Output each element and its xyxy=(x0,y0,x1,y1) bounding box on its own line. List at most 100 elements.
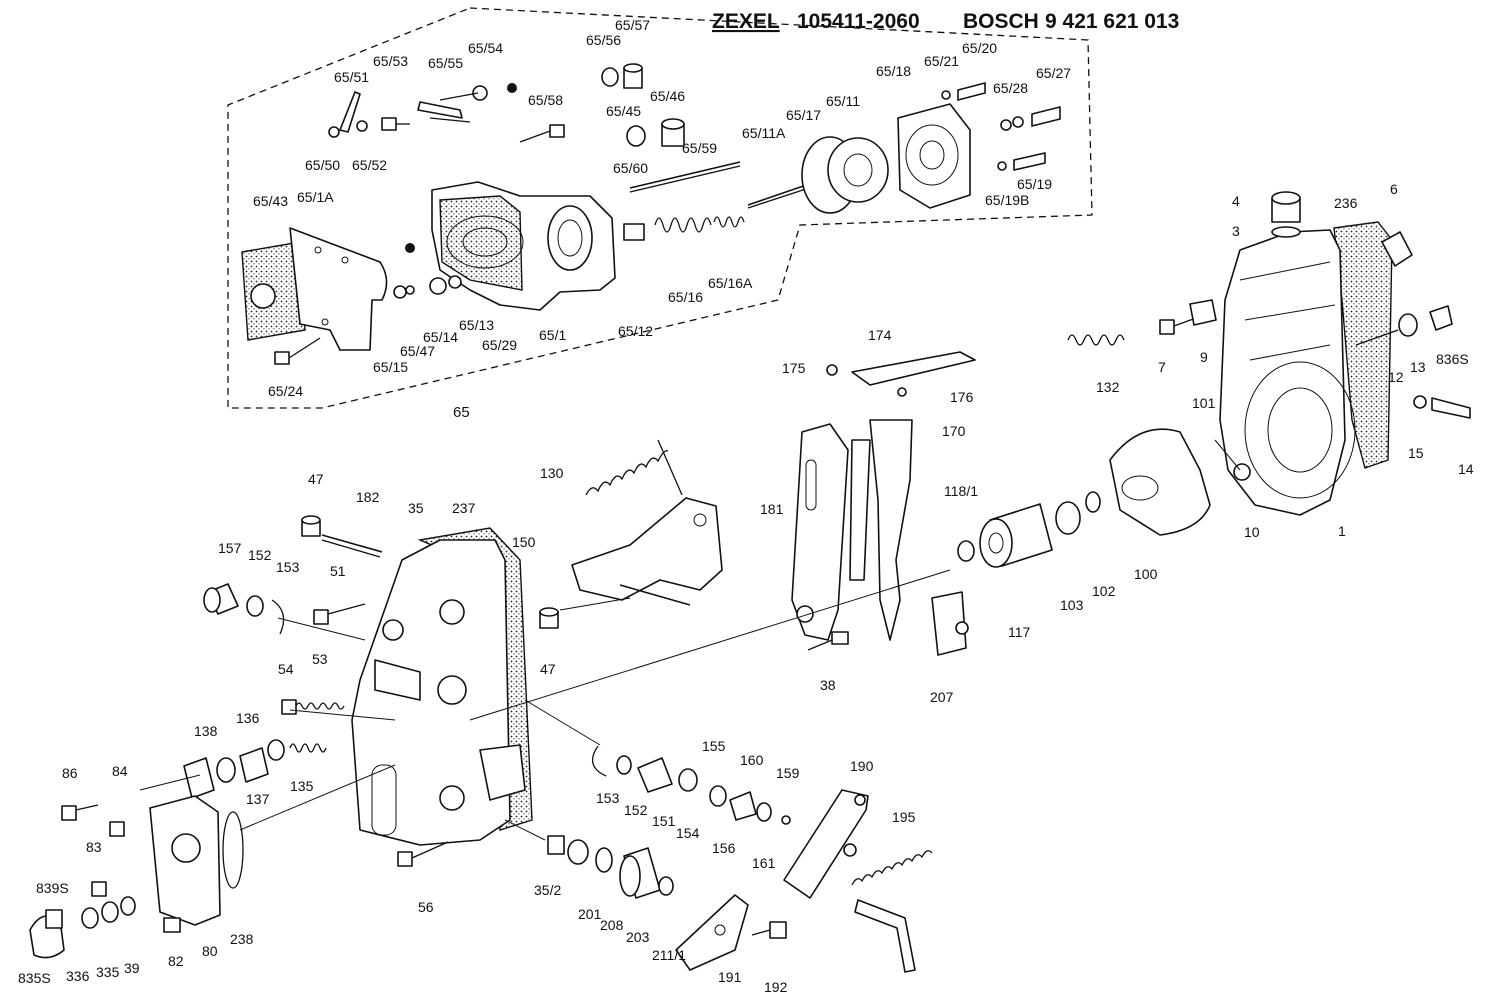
label-65-53: 65/53 xyxy=(373,53,408,69)
label-51: 51 xyxy=(330,563,346,579)
label-335: 335 xyxy=(96,964,120,980)
label-65-47: 65/47 xyxy=(400,343,435,359)
label-65-57: 65/57 xyxy=(615,17,650,33)
bracket-190 xyxy=(783,789,869,899)
brand-zexel: ZEXEL xyxy=(712,10,780,33)
lever-assembly xyxy=(791,351,976,656)
label-161: 161 xyxy=(752,855,776,871)
housing-1 xyxy=(1219,229,1346,516)
label-65-1a: 65/1A xyxy=(297,189,334,205)
label-47-lower: 47 xyxy=(540,661,556,677)
label-65-17: 65/17 xyxy=(786,107,821,123)
label-65-51: 65/51 xyxy=(334,69,369,85)
label-65-16a: 65/16A xyxy=(708,275,753,291)
label-175: 175 xyxy=(782,360,806,376)
lever-170 xyxy=(869,419,913,641)
label-201: 201 xyxy=(578,906,602,922)
label-135: 135 xyxy=(290,778,314,794)
label-237: 237 xyxy=(452,500,476,516)
label-159: 159 xyxy=(776,765,800,781)
label-65-16: 65/16 xyxy=(668,289,703,305)
diagram-header: ZEXEL 105411-2060 BOSCH 9 421 621 013 xyxy=(712,10,1179,33)
label-82: 82 xyxy=(168,953,184,969)
label-65-14: 65/14 xyxy=(423,329,458,345)
governor-cover-35 xyxy=(351,539,511,846)
gasket-236 xyxy=(1333,221,1393,469)
label-207: 207 xyxy=(930,689,954,705)
part-labels: 65/57 65/56 65/55 65/54 65/53 65/51 65/5… xyxy=(18,17,1474,995)
label-1: 1 xyxy=(1338,523,1346,539)
label-153-left: 153 xyxy=(276,559,300,575)
label-65-18: 65/18 xyxy=(876,63,911,79)
label-153-right: 153 xyxy=(596,790,620,806)
label-151: 151 xyxy=(652,813,676,829)
label-156: 156 xyxy=(712,840,736,856)
label-65-45: 65/45 xyxy=(606,103,641,119)
assembly-65-boundary xyxy=(227,7,1093,409)
label-136: 136 xyxy=(236,710,260,726)
label-65-19: 65/19 xyxy=(1017,176,1052,192)
label-83: 83 xyxy=(86,839,102,855)
label-137: 137 xyxy=(246,791,270,807)
pump-housing-group xyxy=(957,191,1471,568)
flyweight-100 xyxy=(1109,428,1211,536)
label-238: 238 xyxy=(230,931,254,947)
label-65-13: 65/13 xyxy=(459,317,494,333)
label-65-1: 65/1 xyxy=(539,327,566,343)
label-65-59: 65/59 xyxy=(682,140,717,156)
label-65-52: 65/52 xyxy=(352,157,387,173)
label-103: 103 xyxy=(1060,597,1084,613)
label-155: 155 xyxy=(702,738,726,754)
label-13: 13 xyxy=(1410,359,1426,375)
brand-bosch: BOSCH xyxy=(963,10,1039,33)
lever-150 xyxy=(571,497,723,601)
label-35-2: 35/2 xyxy=(534,882,561,898)
label-14: 14 xyxy=(1458,461,1474,477)
label-152-left: 152 xyxy=(248,547,272,563)
label-4: 4 xyxy=(1232,193,1240,209)
label-53: 53 xyxy=(312,651,328,667)
label-35: 35 xyxy=(408,500,424,516)
label-65-29: 65/29 xyxy=(482,337,517,353)
label-101: 101 xyxy=(1192,395,1216,411)
label-836s: 836S xyxy=(1436,351,1469,367)
label-118-1: 118/1 xyxy=(944,483,978,499)
label-6: 6 xyxy=(1390,181,1398,197)
label-9: 9 xyxy=(1200,349,1208,365)
label-65-20: 65/20 xyxy=(962,40,997,56)
o-ring-238 xyxy=(222,811,244,889)
label-182: 182 xyxy=(356,489,380,505)
label-236: 236 xyxy=(1334,195,1358,211)
label-195: 195 xyxy=(892,809,916,825)
label-208: 208 xyxy=(600,917,624,933)
label-65-15: 65/15 xyxy=(373,359,408,375)
label-65-50: 65/50 xyxy=(305,157,340,173)
label-192: 192 xyxy=(764,979,788,995)
label-39: 39 xyxy=(124,960,140,976)
zexel-part-number: 105411-2060 xyxy=(797,10,920,33)
label-84: 84 xyxy=(112,763,128,779)
label-191: 191 xyxy=(718,969,742,985)
label-65-21: 65/21 xyxy=(924,53,959,69)
label-150: 150 xyxy=(512,534,536,550)
lever-191 xyxy=(675,894,749,971)
label-102: 102 xyxy=(1092,583,1116,599)
label-839s: 839S xyxy=(36,880,69,896)
label-54: 54 xyxy=(278,661,294,677)
label-203: 203 xyxy=(626,929,650,945)
bosch-part-number: 9 421 621 013 xyxy=(1045,10,1179,33)
label-181: 181 xyxy=(760,501,784,517)
label-86: 86 xyxy=(62,765,78,781)
label-65-19b: 65/19B xyxy=(985,192,1029,208)
label-65-28: 65/28 xyxy=(993,80,1028,96)
label-65-54: 65/54 xyxy=(468,40,503,56)
label-132: 132 xyxy=(1096,379,1120,395)
label-176: 176 xyxy=(950,389,974,405)
label-15: 15 xyxy=(1408,445,1424,461)
tension-lever-group xyxy=(571,439,723,606)
label-38: 38 xyxy=(820,677,836,693)
label-157: 157 xyxy=(218,540,242,556)
label-65-43: 65/43 xyxy=(253,193,288,209)
label-160: 160 xyxy=(740,752,764,768)
